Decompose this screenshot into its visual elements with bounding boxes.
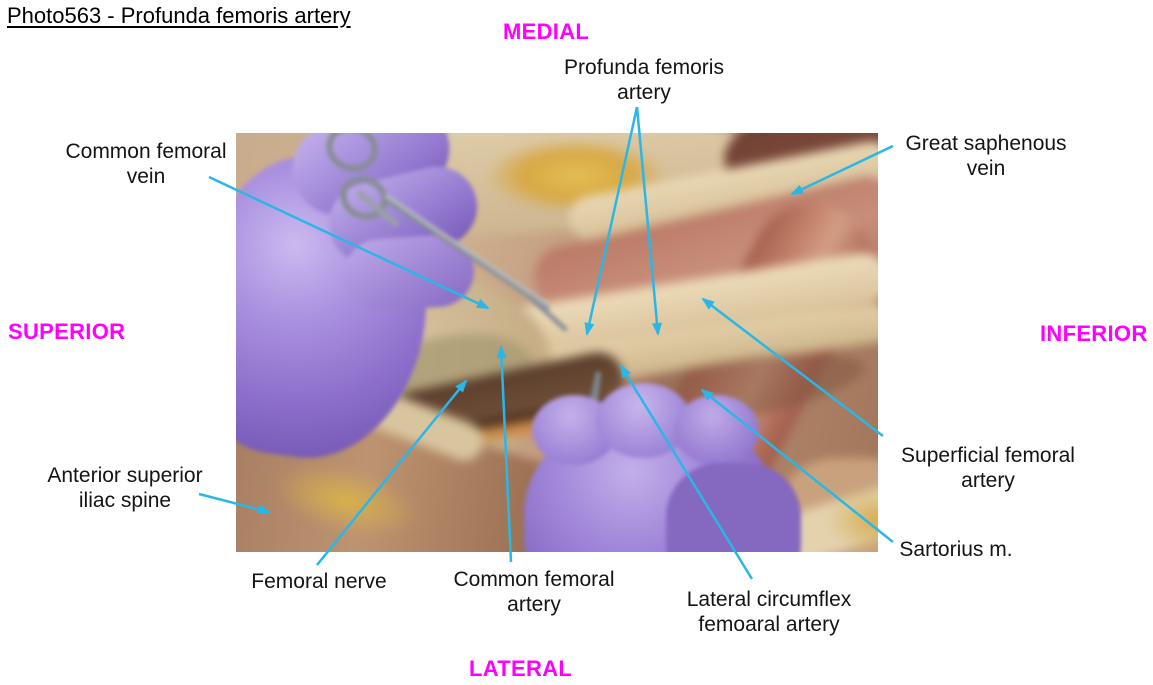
label-line: iliac spine xyxy=(78,489,172,512)
label-superficial-femoral-artery: Superficial femoral artery xyxy=(878,443,1098,493)
label-line: Common femoral xyxy=(453,568,615,591)
label-line: femoaral artery xyxy=(698,613,840,636)
label-great-saphenous-vein: Great saphenous vein xyxy=(876,131,1096,181)
label-line: Profunda femoris xyxy=(564,56,724,79)
label-line: artery xyxy=(961,469,1015,492)
orientation-superior: SUPERIOR xyxy=(8,319,126,344)
orientation-medial: MEDIAL xyxy=(503,19,590,44)
label-line: artery xyxy=(617,81,671,104)
label-line: Anterior superior xyxy=(47,464,203,487)
hands-and-instruments xyxy=(236,133,878,552)
label-line: vein xyxy=(126,165,166,188)
label-common-femoral-artery: Common femoral artery xyxy=(424,567,644,617)
label-anterior-superior-iliac-spine: Anterior superior iliac spine xyxy=(15,463,235,513)
label-line: Lateral circumflex xyxy=(686,588,852,611)
hemostat-tip xyxy=(526,293,569,333)
glove-bottom-wrist xyxy=(666,463,801,552)
label-line: Common femoral xyxy=(65,140,227,163)
label-line: Superficial femoral xyxy=(901,444,1075,467)
label-line: vein xyxy=(966,157,1006,180)
orientation-lateral: LATERAL xyxy=(469,656,573,681)
label-sartorius-muscle: Sartorius m. xyxy=(846,537,1066,562)
dissection-photo xyxy=(236,133,878,552)
page-title: Photo563 - Profunda femoris artery xyxy=(7,3,351,28)
label-line: Great saphenous xyxy=(905,132,1067,155)
label-profunda-femoris-artery: Profunda femoris artery xyxy=(534,55,754,105)
label-line: Femoral nerve xyxy=(251,570,387,593)
glove-bottom-knuckle-3 xyxy=(674,395,759,465)
label-femoral-nerve: Femoral nerve xyxy=(209,569,429,594)
orientation-inferior: INFERIOR xyxy=(1040,321,1148,346)
label-line: artery xyxy=(507,593,561,616)
label-lateral-circumflex-femoral-artery: Lateral circumflex femoaral artery xyxy=(659,587,879,637)
label-line: Sartorius m. xyxy=(899,538,1013,561)
label-common-femoral-vein: Common femoral vein xyxy=(36,139,256,189)
